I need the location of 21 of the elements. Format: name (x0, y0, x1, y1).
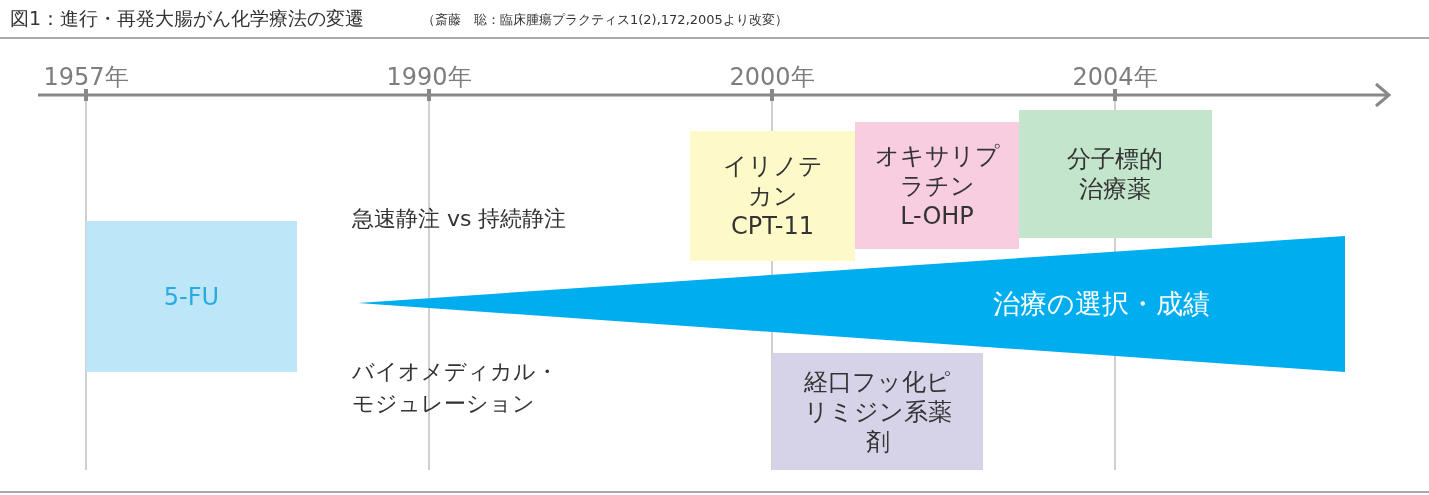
drug-box (1019, 110, 1212, 238)
year-label: 2000年 (729, 62, 815, 93)
node-text: L-OHP (899, 200, 975, 231)
node-text: イリノテカン (722, 151, 823, 211)
node-text: 分子標的治療薬 (1066, 144, 1165, 204)
title: 図1：進行・再発大腸がん化学療法の変遷 (10, 6, 365, 31)
year-label: 1957年 (43, 62, 129, 93)
drug-box (690, 131, 855, 261)
node-text: 経口フッ化ピリミジン系薬剤 (802, 366, 953, 457)
drug-box (86, 221, 297, 372)
source-caption: （斎藤 聡：臨床腫瘍プラクティス1(2),172,2005より改変） (422, 11, 788, 29)
node-text: CPT-11 (730, 211, 815, 241)
drug-box (855, 122, 1019, 249)
note-text: バイオメディカル・モジュレーション (352, 358, 559, 418)
year-label: 2004年 (1072, 62, 1158, 93)
drug-box (772, 353, 983, 470)
node-text: オキサリプラチン (874, 140, 1000, 201)
node-text: 治療の選択・成績 (993, 287, 1210, 321)
year-label: 1990年 (386, 62, 472, 93)
note-text: 急速静注 vs 持続静注 (352, 205, 568, 233)
node-text: 5-FU (162, 281, 221, 312)
